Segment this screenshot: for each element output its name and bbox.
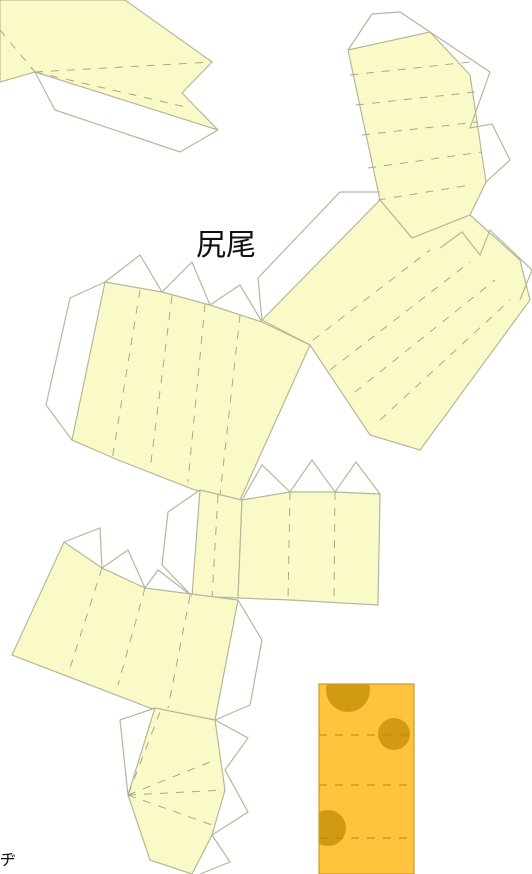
panel-right-square [261,199,531,451]
piece-connector [161,489,243,599]
piece-top-left [0,0,219,153]
piece-top-right [347,11,511,239]
piece-bottom-tip [119,707,249,874]
spot [319,810,346,846]
tail-label: 尻尾 [196,228,256,263]
glue-tab-top-left [34,71,219,153]
spot [326,684,370,712]
piece-right-square [257,191,532,451]
piece-middle-large [45,254,311,501]
panel-middle-large [71,281,311,501]
panel-lower-left [11,541,239,721]
panel-orange [319,684,414,874]
piece-orange [318,683,415,874]
spot [378,718,410,750]
panel-right-strip [237,491,381,606]
panel-bottom-tip [127,707,226,874]
panel-connector [191,489,243,599]
corner-mark: ヂ [0,850,17,869]
piece-right-strip [237,458,381,606]
piece-lower-left [11,527,263,721]
panel-top-left [0,0,219,131]
